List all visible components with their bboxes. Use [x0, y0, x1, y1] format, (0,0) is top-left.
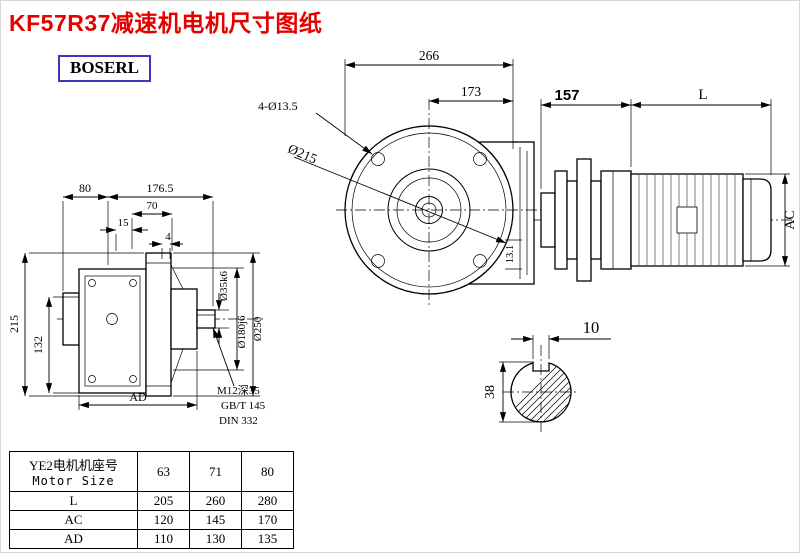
value-AD-63: 110	[137, 529, 190, 549]
dim-157-label: 157	[554, 87, 579, 104]
row-label-L: L	[9, 491, 138, 511]
motor-view: 157 L AC	[534, 87, 798, 282]
dim-70-label: 70	[147, 200, 159, 212]
table-header-en: Motor Size	[32, 474, 115, 488]
row-label-AC: AC	[9, 510, 138, 530]
shaft-dia-label: Ø35k6	[218, 271, 230, 301]
bolt-holes-label: 4-Ø13.5	[258, 99, 298, 113]
table-header-row: YE2电机机座号 Motor Size 63 71 80	[9, 451, 294, 492]
boserl-logo: BOSERL	[58, 55, 151, 82]
shaft-section-view: 10 38	[483, 318, 611, 435]
std-gb-label: GB/T 145	[221, 400, 266, 412]
dim-4-label: 4	[165, 231, 171, 243]
dim-132-label: 132	[31, 336, 45, 354]
dim-L-label: L	[698, 87, 707, 103]
row-label-AD: AD	[9, 529, 138, 549]
table-size-63: 63	[137, 451, 190, 492]
value-AD-71: 130	[189, 529, 242, 549]
table-header-motor-size: YE2电机机座号 Motor Size	[9, 451, 138, 492]
spigot-dia-label: Ø180j6	[236, 315, 248, 349]
dim-266-label: 266	[419, 48, 440, 63]
dim-173-label: 173	[461, 84, 482, 99]
value-AC-63: 120	[137, 510, 190, 530]
flange-dia-label: Ø250	[252, 316, 264, 341]
keyway-width-label: 10	[583, 318, 600, 337]
shaft-section-dia-label: 38	[483, 385, 498, 399]
dim-15-label: 15	[118, 217, 130, 229]
dim-215-label: 215	[7, 315, 21, 333]
dim-176-5-label: 176.5	[147, 181, 174, 195]
motor-size-table: YE2电机机座号 Motor Size 63 71 80 L 205 260 2…	[9, 451, 294, 549]
value-L-80: 280	[241, 491, 294, 511]
page-title: KF57R37减速机电机尺寸图纸	[9, 10, 323, 36]
std-din-label: DIN 332	[219, 415, 258, 427]
table-row-L: L 205 260 280	[9, 491, 294, 511]
value-L-63: 205	[137, 491, 190, 511]
dim-AD-label: AD	[129, 390, 147, 404]
table-size-80: 80	[241, 451, 294, 492]
side-view: 80 176.5 70 15 4 215	[7, 181, 266, 427]
bolt-circle-label: Ø215	[286, 141, 320, 167]
front-view: 266 173 4-Ø13.5 Ø215 13.1	[258, 48, 543, 306]
dim-AC-label: AC	[783, 210, 798, 229]
value-AC-80: 170	[241, 510, 294, 530]
tap-hole-label: M12深35	[217, 384, 260, 397]
value-AD-80: 135	[241, 529, 294, 549]
table-header-cn: YE2电机机座号	[29, 458, 118, 473]
value-AC-71: 145	[189, 510, 242, 530]
dim-80-label: 80	[79, 181, 91, 195]
dim-13-1-label: 13.1	[505, 245, 516, 263]
table-row-AC: AC 120 145 170	[9, 510, 294, 530]
table-row-AD: AD 110 130 135	[9, 529, 294, 549]
value-L-71: 260	[189, 491, 242, 511]
table-size-71: 71	[189, 451, 242, 492]
